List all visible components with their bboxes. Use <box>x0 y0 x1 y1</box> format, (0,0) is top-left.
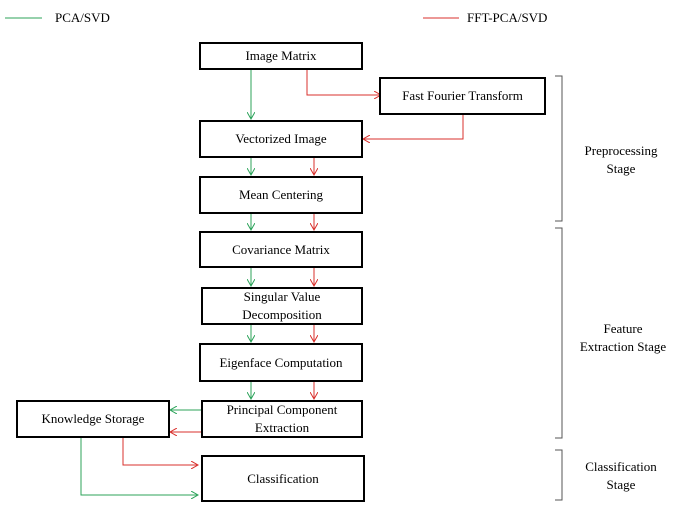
fft-path <box>122 70 464 465</box>
eigenface-box: Eigenface Computation <box>199 343 363 382</box>
image-matrix-box: Image Matrix <box>199 42 363 70</box>
knowledge-storage-label: Knowledge Storage <box>41 411 145 426</box>
fft-label: Fast Fourier Transform <box>402 88 523 103</box>
eigenface-label: Eigenface Computation <box>219 354 343 370</box>
knowledge-storage-box: Knowledge Storage <box>16 400 170 438</box>
principal-component-box: Principal Component Extraction <box>201 400 363 438</box>
preprocessing-stage-label: Preprocessing Stage <box>584 143 658 176</box>
preprocessing-bracket <box>555 75 563 222</box>
covariance-matrix-label: Covariance Matrix <box>232 241 330 257</box>
svd-label-line1: Singular Value <box>243 289 321 304</box>
vectorized-image-label: Vectorized Image <box>235 131 327 146</box>
legend-pca-label: PCA/SVD <box>55 10 110 25</box>
principal-component-label-line1: Principal Component <box>226 402 338 417</box>
classification-label: Classification <box>247 470 319 486</box>
image-matrix-label: Image Matrix <box>245 48 317 63</box>
mean-centering-label: Mean Centering <box>238 187 324 202</box>
pca-path <box>80 70 251 495</box>
classification-box: Classification <box>201 455 365 502</box>
classification-stage-label: Classification Stage <box>585 459 657 492</box>
feature-extraction-stage-label: Feature Extraction Stage <box>579 321 667 354</box>
vectorized-image-box: Vectorized Image <box>199 120 363 158</box>
svd-box: Singular Value Decomposition <box>201 287 363 325</box>
covariance-matrix-box: Covariance Matrix <box>199 231 363 268</box>
feature-bracket <box>555 227 563 439</box>
classification-bracket <box>555 449 563 501</box>
mean-centering-box: Mean Centering <box>199 176 363 214</box>
legend-fft-label: FFT-PCA/SVD <box>467 10 548 25</box>
principal-component-label-line2: Extraction <box>254 420 310 435</box>
svd-label-line2: Decomposition <box>242 307 322 322</box>
fft-box: Fast Fourier Transform <box>379 77 546 115</box>
